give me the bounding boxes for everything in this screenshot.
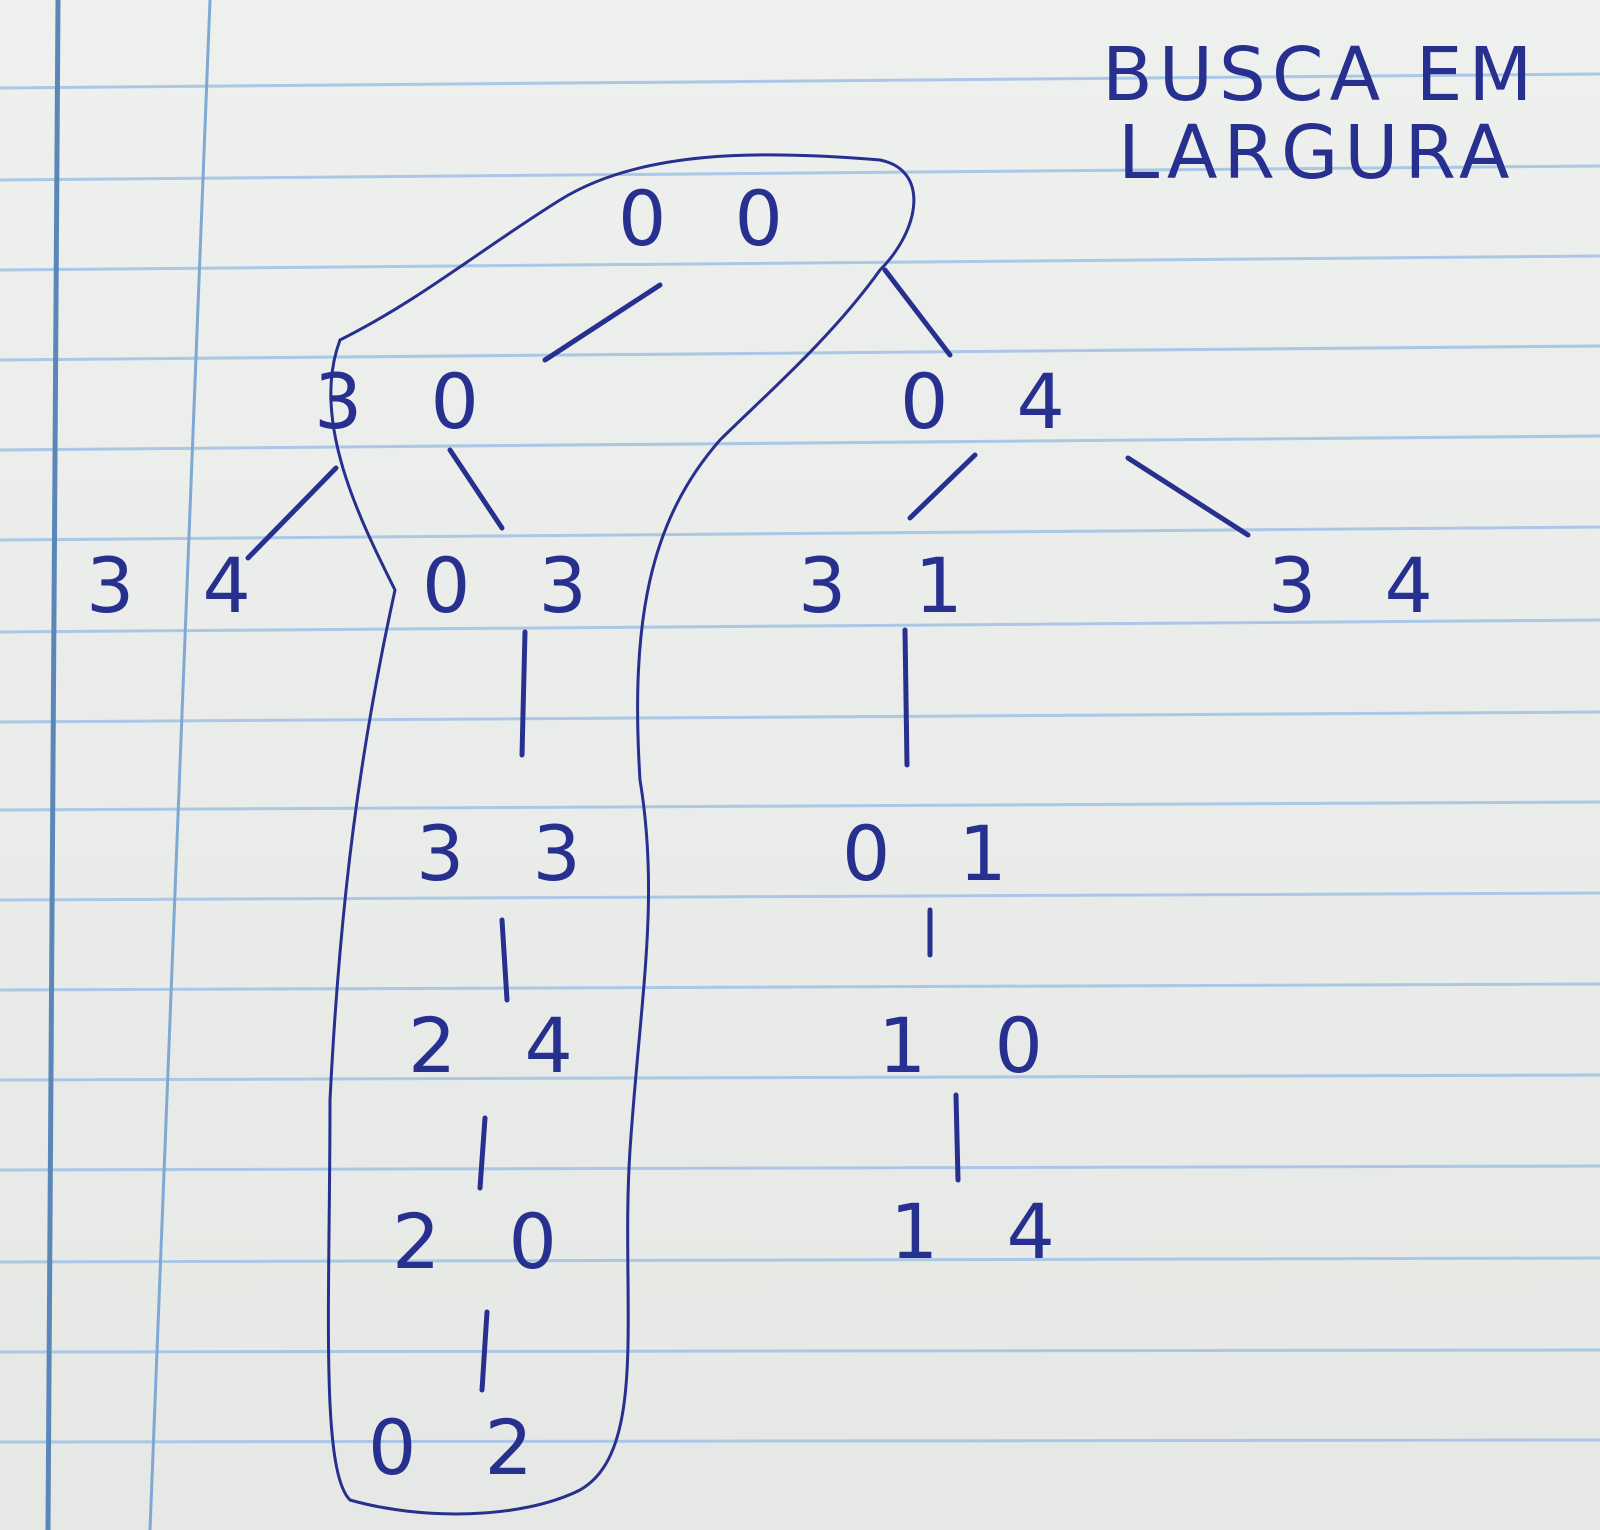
tree-edges xyxy=(245,267,1251,1393)
ruled-line xyxy=(0,525,1600,542)
node-3-4-right: 3 4 xyxy=(1268,541,1455,630)
edge-00-30 xyxy=(542,282,663,363)
ruled-line xyxy=(0,254,1600,272)
margin-line xyxy=(45,0,61,1530)
ruled-line xyxy=(0,344,1600,362)
ruled-line xyxy=(0,710,1600,724)
title-line-2: LARGURA xyxy=(1118,110,1516,196)
highlight-loop xyxy=(326,153,916,1516)
node-0-0: 0 0 xyxy=(618,174,805,263)
ruled-line xyxy=(0,434,1600,452)
ruled-line xyxy=(0,1256,1600,1264)
ruled-line xyxy=(0,891,1600,902)
ruled-line xyxy=(0,1348,1600,1354)
ruled-line xyxy=(0,1438,1600,1444)
node-2-4: 2 4 xyxy=(408,1001,595,1090)
node-1-0: 1 0 xyxy=(878,1001,1065,1090)
title-line-1: BUSCA EM xyxy=(1102,32,1538,118)
edge-33-24 xyxy=(499,917,510,1003)
edge-31-01 xyxy=(902,627,910,768)
ruled-line xyxy=(0,1073,1600,1082)
edge-00-04 xyxy=(882,267,953,358)
node-0-1: 0 1 xyxy=(842,809,1029,898)
edge-24-20 xyxy=(477,1115,488,1191)
edge-10-14 xyxy=(953,1092,961,1183)
node-0-4: 0 4 xyxy=(900,357,1087,446)
margin-line xyxy=(148,0,212,1530)
ruled-line xyxy=(0,1164,1600,1172)
node-2-0: 2 0 xyxy=(392,1197,579,1286)
edge-04-34 xyxy=(1125,455,1251,538)
ruled-line xyxy=(0,618,1600,634)
node-3-0: 3 0 xyxy=(314,357,501,446)
node-3-4-left: 3 4 xyxy=(86,541,273,630)
edge-30-03 xyxy=(447,447,505,531)
ruled-line xyxy=(0,800,1600,812)
edge-30-34 xyxy=(245,465,339,561)
ruled-lines xyxy=(0,72,1600,1444)
ruled-line xyxy=(0,164,1600,182)
ruled-line xyxy=(0,72,1600,90)
node-1-4: 1 4 xyxy=(890,1187,1077,1276)
ruled-line xyxy=(0,982,1600,992)
edge-20-02 xyxy=(479,1309,490,1393)
edge-04-31 xyxy=(907,452,978,521)
node-3-3: 3 3 xyxy=(416,809,603,898)
node-0-3: 0 3 xyxy=(422,541,609,630)
edge-03-33 xyxy=(519,629,528,758)
tree-nodes: 0 0 3 0 0 4 3 4 0 3 3 1 3 4 3 3 0 1 2 4 … xyxy=(86,174,1455,1492)
node-3-1: 3 1 xyxy=(798,541,985,630)
node-0-2: 0 2 xyxy=(368,1403,555,1492)
margin-lines xyxy=(45,0,212,1530)
